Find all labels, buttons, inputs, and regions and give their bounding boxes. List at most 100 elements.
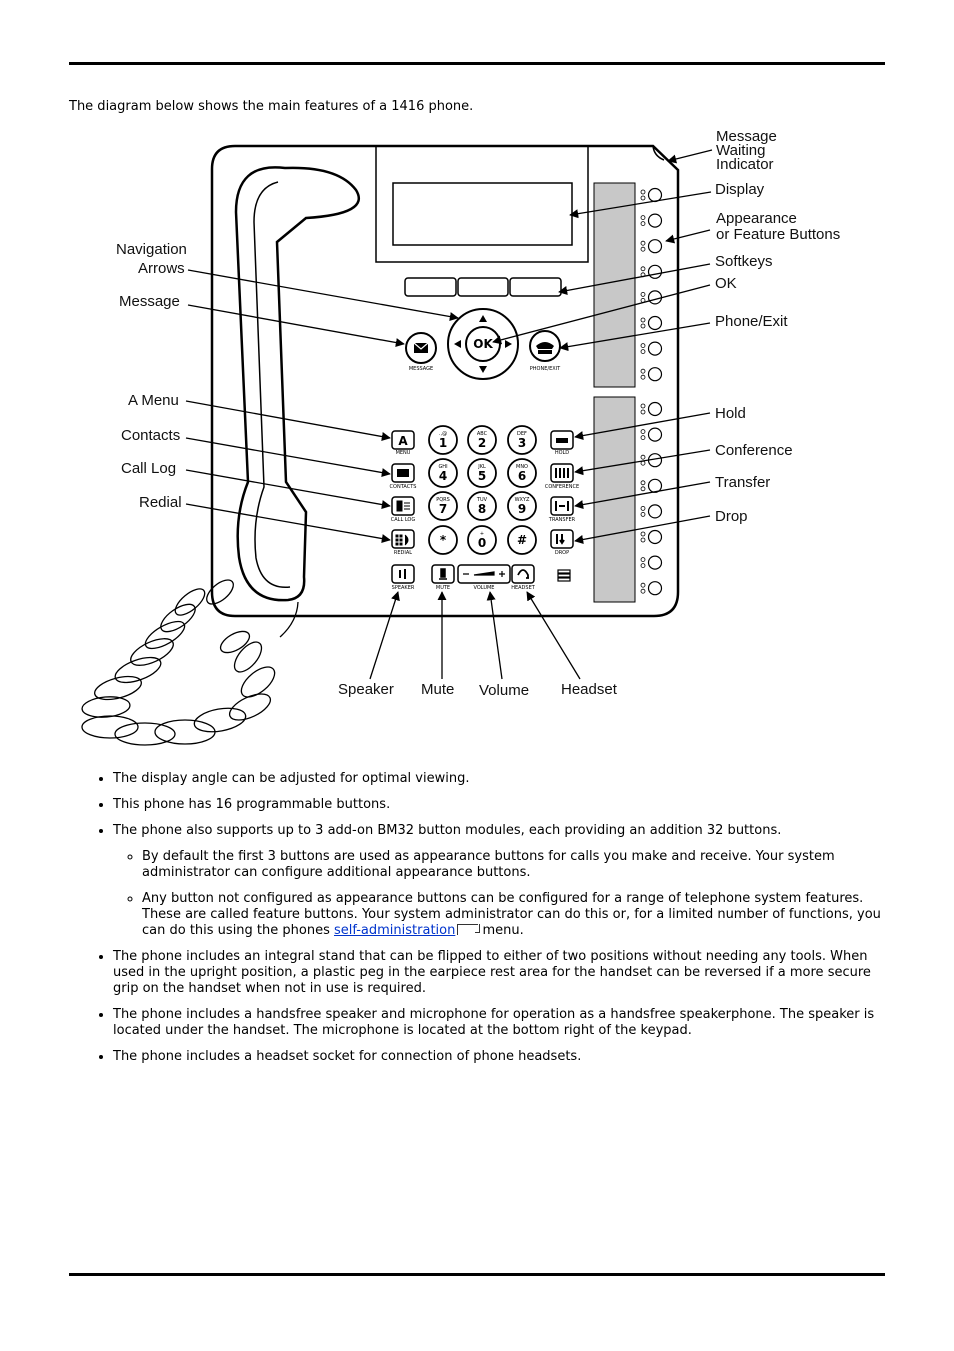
leader-redial (185, 503, 391, 544)
keypad-key-digit: 8 (478, 502, 486, 516)
programmable-button[interactable] (647, 581, 663, 596)
programmable-button[interactable] (647, 529, 663, 545)
list-item: The phone also supports up to 3 add-on B… (113, 823, 893, 939)
programmable-button[interactable] (647, 187, 663, 203)
menu-caption: MENU (396, 450, 411, 456)
button-led (640, 374, 646, 380)
keypad-key[interactable] (507, 425, 537, 455)
button-led (640, 435, 646, 441)
header-rule (69, 62, 885, 65)
nav-left-arrow-icon[interactable] (454, 340, 461, 348)
programmable-button[interactable] (647, 239, 663, 254)
hold-caption: HOLD (555, 450, 569, 456)
leader-headset (526, 591, 581, 680)
headset-button[interactable] (511, 564, 535, 584)
handset (234, 166, 361, 602)
keypad-key[interactable] (507, 458, 537, 488)
button-led (640, 189, 646, 195)
self-administration-link[interactable]: self-administration (333, 923, 456, 938)
feature-list: The display angle can be adjusted for op… (96, 771, 893, 1075)
keypad-key[interactable] (467, 491, 497, 521)
keypad-key[interactable] (428, 491, 458, 521)
hold-button[interactable] (550, 430, 574, 450)
speaker-icon (399, 569, 406, 579)
softkey-2[interactable] (457, 277, 509, 297)
leader-call-log (185, 469, 391, 510)
nav-down-arrow-icon[interactable] (479, 366, 487, 373)
ok-button-caption: OK (473, 337, 493, 351)
softkey-3[interactable] (509, 277, 562, 297)
keypad-key-digit: 4 (439, 469, 447, 483)
keypad-key[interactable] (428, 525, 458, 555)
keypad-key-digit: * (440, 533, 447, 547)
programmable-button[interactable] (647, 504, 663, 519)
programmable-button[interactable] (647, 341, 663, 356)
label-softkeys: Softkeys (715, 253, 773, 270)
keypad-key[interactable] (428, 458, 458, 488)
keypad[interactable]: .,@1ABC2DEF3GHI4JKL5MNO6PQRS7TUV8WXYZ9*+… (428, 425, 537, 555)
drop-icon (556, 534, 565, 545)
list-item: The phone includes a headset socket for … (113, 1049, 893, 1065)
keypad-key-letters: .,@ (439, 431, 447, 437)
sub-list-item: Any button not configured as appearance … (142, 891, 893, 939)
keypad-key-digit: 5 (478, 469, 486, 483)
keypad-key-letters: TUV (476, 497, 488, 503)
keypad-key[interactable] (467, 525, 497, 555)
keypad-key[interactable] (467, 458, 497, 488)
keypad-key-letters: DEF (517, 431, 527, 437)
softkey-1[interactable] (404, 277, 457, 297)
keypad-key[interactable] (507, 491, 537, 521)
leader-display (569, 191, 712, 219)
keypad-key-digit: 0 (478, 536, 486, 550)
programmable-buttons[interactable] (640, 187, 663, 596)
programmable-button[interactable] (647, 427, 663, 442)
keypad-key[interactable] (507, 525, 537, 555)
redial-caption: REDIAL (394, 550, 412, 556)
speaker-button[interactable] (391, 564, 415, 584)
leader-transfer (574, 481, 711, 510)
leader-speaker (369, 591, 400, 680)
leader-contacts (185, 437, 391, 478)
keypad-key-digit: 9 (518, 502, 526, 516)
handset-cord (81, 579, 299, 746)
book-icon (397, 469, 409, 477)
speaker-caption: SPEAKER (392, 585, 415, 591)
call-log-icon (396, 500, 410, 512)
volume-control[interactable] (457, 564, 511, 584)
list-item: The phone includes an integral stand tha… (113, 949, 893, 997)
label-strip-upper (593, 182, 636, 388)
keypad-key[interactable] (467, 425, 497, 455)
hold-icon (556, 438, 568, 443)
leader-phone-exit (559, 322, 711, 352)
leader-softkeys (558, 263, 711, 295)
programmable-button[interactable] (647, 367, 663, 382)
nav-right-arrow-icon[interactable] (505, 340, 512, 348)
button-led (640, 486, 646, 492)
contacts-button[interactable] (391, 463, 415, 483)
nav-up-arrow-icon[interactable] (479, 315, 487, 322)
drop-button[interactable] (550, 529, 574, 549)
button-led (640, 511, 646, 517)
programmable-button[interactable] (647, 555, 663, 570)
label-mute: Mute (421, 681, 454, 698)
redial-button[interactable] (391, 529, 415, 549)
conference-button[interactable] (550, 463, 574, 483)
call-log-button[interactable] (391, 496, 415, 516)
transfer-icon (555, 501, 569, 511)
programmable-button[interactable] (647, 315, 663, 331)
mute-button[interactable] (431, 564, 455, 584)
menu-button[interactable]: A (391, 430, 415, 450)
programmable-button[interactable] (647, 213, 663, 228)
transfer-button[interactable] (550, 496, 574, 516)
button-led (640, 582, 646, 588)
keypad-key-digit: 2 (478, 436, 486, 450)
keypad-key[interactable] (428, 425, 458, 455)
programmable-button[interactable] (647, 290, 663, 305)
contacts-caption: CONTACTS (390, 484, 417, 490)
keypad-key-digit: # (517, 533, 527, 547)
label-navigation-1: Navigation (116, 241, 187, 258)
display-screen (392, 182, 573, 246)
leader-volume (486, 591, 503, 680)
programmable-button[interactable] (647, 401, 663, 417)
programmable-button[interactable] (647, 264, 663, 279)
